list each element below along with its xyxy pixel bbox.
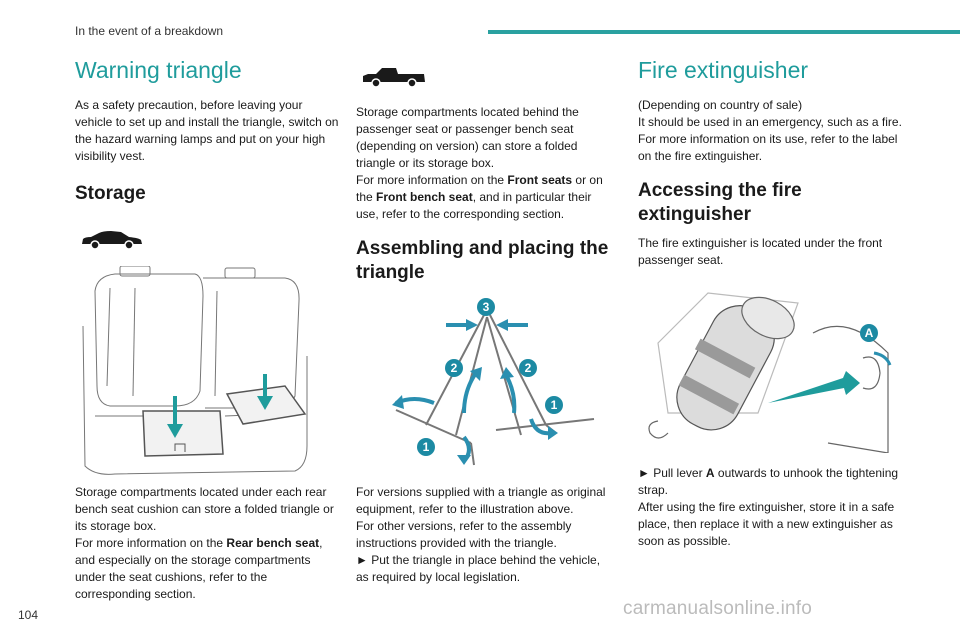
callout-a-label: A: [865, 326, 874, 340]
step-2-label-right: 2: [525, 361, 532, 375]
storage-reference-front: For more information on the Front seats …: [356, 172, 614, 223]
ref-bold-front-seats: Front seats: [507, 173, 573, 187]
fire-extinguisher-illustration: A: [648, 292, 892, 453]
step-text-end: outwards to unhook the tightening strap.: [638, 465, 899, 497]
assemble-text-original: For versions supplied with a triangle as…: [356, 484, 606, 516]
access-text: The fire extinguisher is located under t…: [638, 235, 883, 267]
intro-paragraph: As a safety precaution, before leaving y…: [75, 98, 339, 164]
ref-text-mid: or on the: [356, 173, 603, 204]
watermark: carmanualsonline.info: [623, 598, 813, 619]
ref-text: For more information on the: [356, 173, 508, 187]
storage-reference-rear: For more information on the Rear bench s…: [75, 535, 340, 603]
rear-bench-seat-illustration: [82, 266, 308, 475]
title-fire-extinguisher: Fire extinguisher: [638, 57, 809, 83]
intro-country: (Depending on country of sale): [638, 98, 803, 113]
step-1-marker-left: [417, 437, 435, 456]
step-pull-lever: ► Pull lever A outwards to unhook the ti…: [638, 465, 908, 499]
step-2-marker-left: [445, 358, 463, 377]
ref-bold-front-bench-seat: Front bench seat: [376, 190, 473, 204]
after-use-text: After using the fire extinguisher, store…: [638, 499, 895, 548]
step-2-marker-right: [519, 358, 537, 377]
step-1-label-left: 1: [423, 440, 430, 454]
assemble-step-place: ► Put the triangle in place behind the v…: [356, 552, 601, 584]
ref-text-end: , and especially on the storage compartm…: [75, 536, 323, 602]
heading-assembling-triangle: Assembling and placing the triangle: [356, 238, 609, 283]
ref-text-end: , and in particular their use, refer to …: [356, 190, 592, 221]
step-2-label-left: 2: [451, 361, 458, 375]
step-text: ► Pull lever: [638, 465, 706, 480]
column-fire-extinguisher: Fire extinguisher (Depending on country …: [638, 50, 908, 550]
column-triangle-storage: Storage compartments located behind the …: [356, 50, 614, 586]
step-3-marker: [477, 297, 495, 316]
ref-bold-rear-bench-seat: Rear bench seat: [226, 536, 320, 551]
step-1-marker-right: [545, 395, 563, 414]
step-3-label: 3: [483, 300, 490, 314]
sedan-car-icon: [82, 231, 142, 250]
heading-storage: Storage: [75, 183, 146, 205]
storage-text-front: Storage compartments located behind the …: [356, 105, 579, 170]
heading-accessing-extinguisher: Accessing the fire extinguisher: [638, 180, 802, 226]
assemble-text-other: For other versions, refer to the assembl…: [356, 518, 572, 550]
header-accent-bar: [488, 30, 960, 34]
title-warning-triangle: Warning triangle: [75, 57, 242, 83]
page-number: 104: [18, 608, 39, 622]
step-1-label-right: 1: [551, 398, 558, 412]
ref-text: For more information on the: [75, 536, 227, 551]
intro-emergency: It should be used in an emergency, such …: [638, 115, 902, 130]
pickup-truck-icon: [363, 68, 425, 88]
triangle-assembly-diagram: 1 1 2 2 3: [392, 297, 595, 465]
column-warning-triangle: Warning triangle As a safety precaution,…: [75, 50, 340, 603]
section-header: In the event of a breakdown: [75, 24, 224, 38]
intro-label-ref: For more information on its use, refer t…: [638, 132, 898, 164]
lever-a-ref: A: [705, 465, 715, 480]
storage-text-rear: Storage compartments located under each …: [75, 485, 334, 534]
